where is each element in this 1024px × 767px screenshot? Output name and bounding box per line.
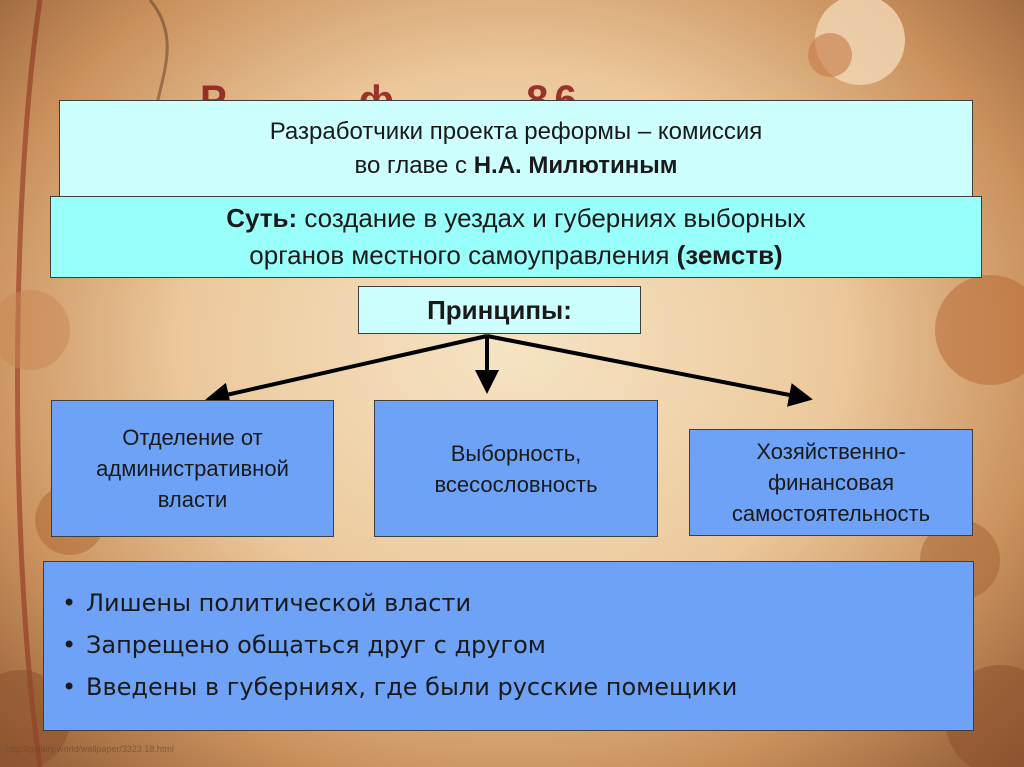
principle-2-line1: Выборность, [450,440,582,466]
principle-1-line1: Отделение от [122,425,263,450]
essence-text1: создание в уездах и губерниях выборных [297,203,806,233]
principle-2-line2: всесословность [434,471,598,497]
developers-name: Н.А. Милютиным [473,152,678,179]
principle-1-line3: власти [157,487,228,512]
essence-label: Суть: [226,203,298,233]
essence-line1: Суть: создание в уездах и губерниях выбо… [226,200,806,237]
principle-3-line3: самостоятельность [731,501,931,526]
essence-box: Суть: создание в уездах и губерниях выбо… [50,196,982,278]
shortcomings-box: Лишены политической власти Запрещено общ… [43,561,974,731]
principle-1-line2: административной [96,456,289,481]
essence-text2: органов местного самоуправления [249,240,677,270]
principle-electivity: Выборность, всесословность [374,400,658,537]
principle-3-line2: финансовая [768,470,894,495]
essence-line2: органов местного самоуправления (земств) [249,237,782,274]
developers-box: Разработчики проекта реформы – комиссия … [59,100,973,198]
developers-line2: во главе с Н.А. Милютиным [354,149,677,183]
principle-separation: Отделение от административной власти [51,400,334,537]
list-item: Запрещено общаться друг с другом [62,624,737,666]
developers-line1: Разработчики проекта реформы – комиссия [269,118,763,145]
list-item: Введены в губерниях, где были русские по… [62,666,737,708]
essence-text2-bold: (земств) [676,240,783,270]
developers-prefix: во главе с [354,152,474,179]
principle-3-line1: Хозяйственно- [756,439,906,464]
principle-autonomy: Хозяйственно- финансовая самостоятельнос… [689,429,973,536]
list-item: Лишены политической власти [62,582,737,624]
principles-header: Принципы: [358,286,641,334]
watermark-url: http://gallery.world/wallpaper/3323 18.h… [6,744,174,754]
shortcomings-list: Лишены политической власти Запрещено общ… [62,582,737,708]
